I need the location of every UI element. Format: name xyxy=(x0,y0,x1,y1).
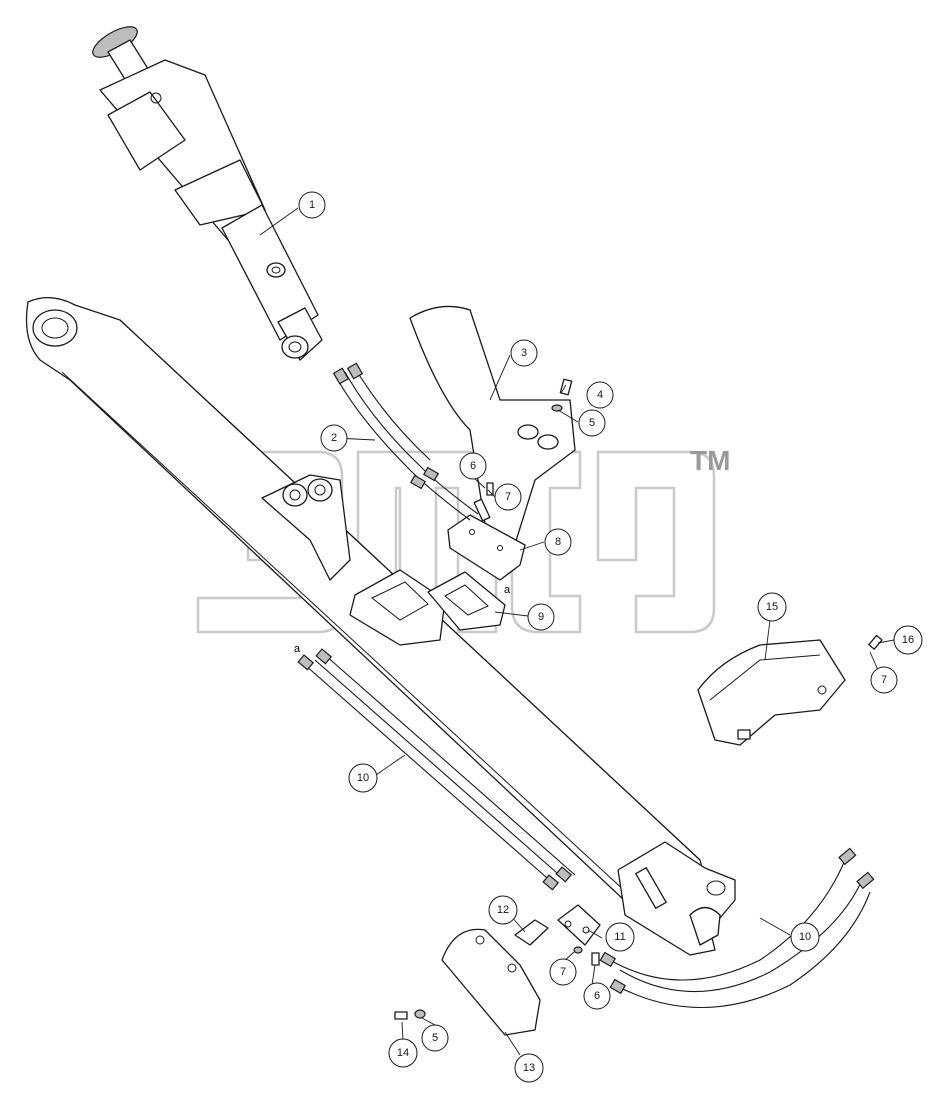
hoses-lower-long xyxy=(297,648,576,891)
svg-text:3: 3 xyxy=(521,347,527,359)
callout-13: 13 xyxy=(514,1053,544,1083)
callout-10: 10 xyxy=(790,922,820,952)
svg-text:5: 5 xyxy=(432,1032,438,1044)
svg-text:10: 10 xyxy=(799,931,811,943)
trademark-mark: TM xyxy=(690,445,730,476)
svg-text:15: 15 xyxy=(766,601,778,613)
valve-block xyxy=(447,498,526,581)
side-cover xyxy=(697,639,846,746)
svg-text:10: 10 xyxy=(357,772,369,784)
boom-end-clamp-block xyxy=(617,841,736,956)
callout-9: 9 xyxy=(527,603,555,631)
callout-14: 14 xyxy=(388,1038,418,1068)
callout-11: 11 xyxy=(605,922,635,952)
callout-5: 5 xyxy=(578,409,606,437)
svg-text:5: 5 xyxy=(589,417,595,429)
svg-text:7: 7 xyxy=(560,966,566,978)
connection-mark-a: a xyxy=(294,643,301,655)
callout-2: 2 xyxy=(320,424,348,452)
callout-6: 6 xyxy=(459,452,487,480)
callout-7: 7 xyxy=(870,666,898,694)
svg-text:8: 8 xyxy=(555,536,561,548)
callout-10: 10 xyxy=(348,763,378,793)
svg-text:2: 2 xyxy=(331,432,337,444)
svg-text:13: 13 xyxy=(523,1062,535,1074)
fasteners xyxy=(394,378,883,1020)
callout-4: 4 xyxy=(586,381,614,409)
guard-cover-upper xyxy=(409,305,576,561)
svg-text:4: 4 xyxy=(597,389,603,401)
svg-text:1: 1 xyxy=(309,199,315,211)
svg-text:7: 7 xyxy=(505,491,511,503)
callout-15: 15 xyxy=(757,592,787,622)
callout-7: 7 xyxy=(549,958,577,986)
svg-text:7: 7 xyxy=(881,674,887,686)
callout-6: 6 xyxy=(583,982,611,1010)
hoses-lower-curved xyxy=(599,847,875,1009)
flange-plates xyxy=(349,569,506,646)
svg-text:9: 9 xyxy=(538,611,544,623)
callout-16: 16 xyxy=(893,625,923,655)
svg-text:12: 12 xyxy=(497,904,509,916)
callout-7: 7 xyxy=(494,483,522,511)
hydraulic-cylinder-upper xyxy=(92,26,323,361)
svg-text:6: 6 xyxy=(594,990,600,1002)
callout-1: 1 xyxy=(298,191,326,219)
guard-cover-lower xyxy=(441,928,541,1036)
callout-12: 12 xyxy=(488,895,518,925)
svg-text:16: 16 xyxy=(902,634,914,646)
callout-3: 3 xyxy=(510,339,538,367)
svg-text:11: 11 xyxy=(614,931,625,943)
callout-5: 5 xyxy=(421,1024,449,1052)
connection-mark-a: a xyxy=(504,584,511,596)
svg-text:14: 14 xyxy=(397,1047,409,1059)
boom-mount-bracket xyxy=(261,474,351,581)
manifold-and-gasket xyxy=(514,904,601,946)
callout-8: 8 xyxy=(544,528,572,556)
hoses-upper xyxy=(332,362,479,521)
svg-text:6: 6 xyxy=(470,460,476,472)
